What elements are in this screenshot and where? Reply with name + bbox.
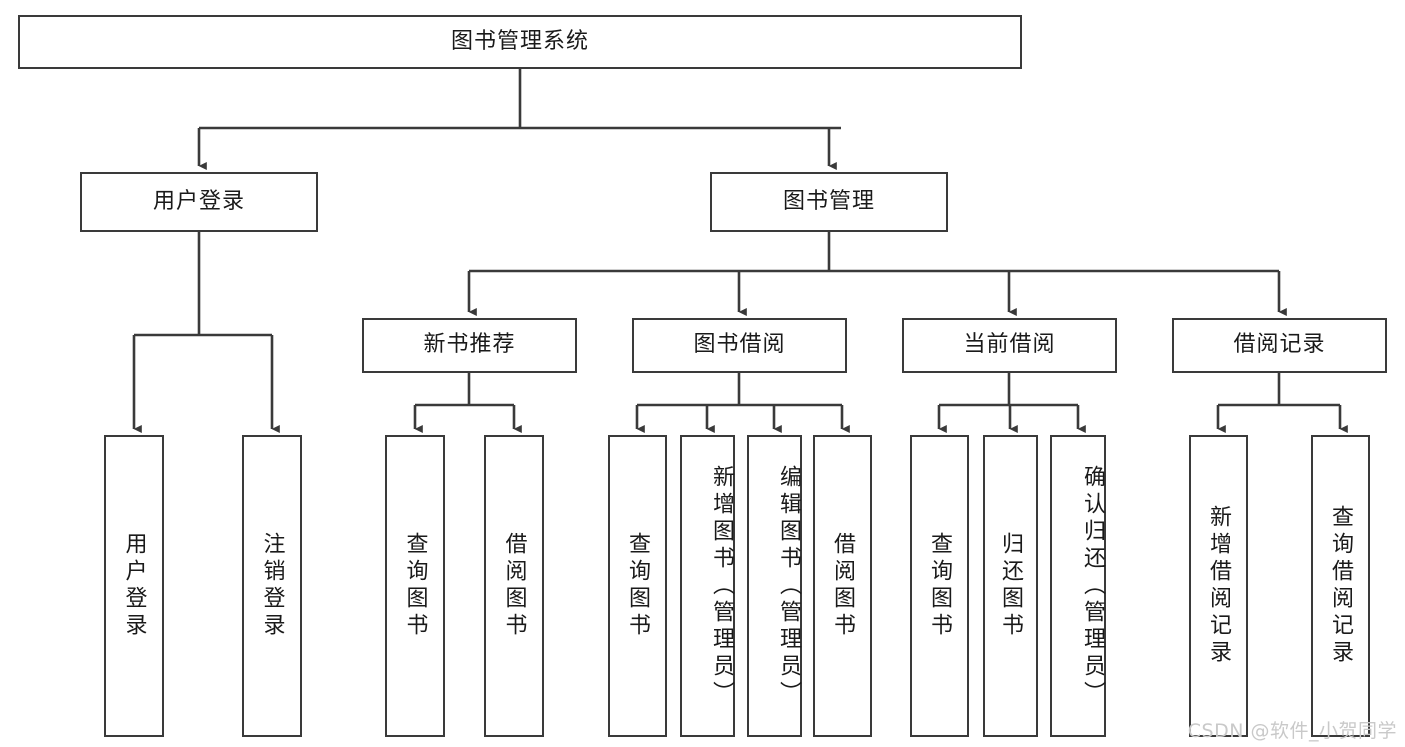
leaf-query-book-borrow-label: 查询图书 (625, 532, 651, 640)
leaf-query-borrow-record-label: 查询借阅记录 (1328, 505, 1354, 667)
leaf-user-logout-label: 注销登录 (259, 532, 285, 640)
leaf-confirm-return-admin-label: 确认归还（管理员） (1080, 464, 1105, 708)
node-borrow-records-label: 借阅记录 (1233, 332, 1326, 358)
node-current-borrow[interactable]: 当前借阅 (902, 318, 1117, 373)
leaf-borrow-book-newbook[interactable]: 借阅图书 (484, 435, 544, 737)
node-user-login[interactable]: 用户登录 (80, 172, 318, 232)
leaf-add-borrow-record[interactable]: 新增借阅记录 (1189, 435, 1248, 737)
node-root-label: 图书管理系统 (450, 28, 589, 54)
leaf-query-book-borrow[interactable]: 查询图书 (608, 435, 667, 737)
leaf-query-book-newbook-label: 查询图书 (402, 532, 428, 640)
leaf-query-borrow-record[interactable]: 查询借阅记录 (1311, 435, 1370, 737)
leaf-confirm-return-admin[interactable]: 确认归还（管理员） (1050, 435, 1106, 737)
leaf-lend-book-label: 借阅图书 (830, 532, 856, 640)
node-book-management-label: 图书管理 (782, 188, 875, 214)
leaf-borrow-book-newbook-label: 借阅图书 (501, 532, 527, 640)
csdn-watermark: CSDN @软件_小贺同学 (1187, 720, 1397, 742)
node-borrow-records[interactable]: 借阅记录 (1172, 318, 1387, 373)
node-user-login-label: 用户登录 (152, 188, 245, 214)
leaf-user-login-label: 用户登录 (121, 532, 147, 640)
leaf-return-book-label: 归还图书 (998, 532, 1024, 640)
leaf-add-book-admin-label: 新增图书（管理员） (709, 464, 734, 708)
leaf-query-book-newbook[interactable]: 查询图书 (385, 435, 445, 737)
leaf-query-book-current[interactable]: 查询图书 (910, 435, 969, 737)
leaf-edit-book-admin[interactable]: 编辑图书（管理员） (747, 435, 802, 737)
leaf-user-login[interactable]: 用户登录 (104, 435, 164, 737)
leaf-edit-book-admin-label: 编辑图书（管理员） (776, 464, 801, 708)
node-new-book-recommend[interactable]: 新书推荐 (362, 318, 577, 373)
node-book-management[interactable]: 图书管理 (710, 172, 948, 232)
node-new-book-recommend-label: 新书推荐 (423, 332, 516, 358)
leaf-add-borrow-record-label: 新增借阅记录 (1206, 505, 1232, 667)
leaf-query-book-current-label: 查询图书 (927, 532, 953, 640)
node-current-borrow-label: 当前借阅 (963, 332, 1056, 358)
leaf-add-book-admin[interactable]: 新增图书（管理员） (680, 435, 735, 737)
leaf-return-book[interactable]: 归还图书 (983, 435, 1038, 737)
node-book-borrow-label: 图书借阅 (693, 332, 786, 358)
node-root[interactable]: 图书管理系统 (18, 15, 1022, 69)
leaf-user-logout[interactable]: 注销登录 (242, 435, 302, 737)
leaf-lend-book[interactable]: 借阅图书 (813, 435, 872, 737)
node-book-borrow[interactable]: 图书借阅 (632, 318, 847, 373)
